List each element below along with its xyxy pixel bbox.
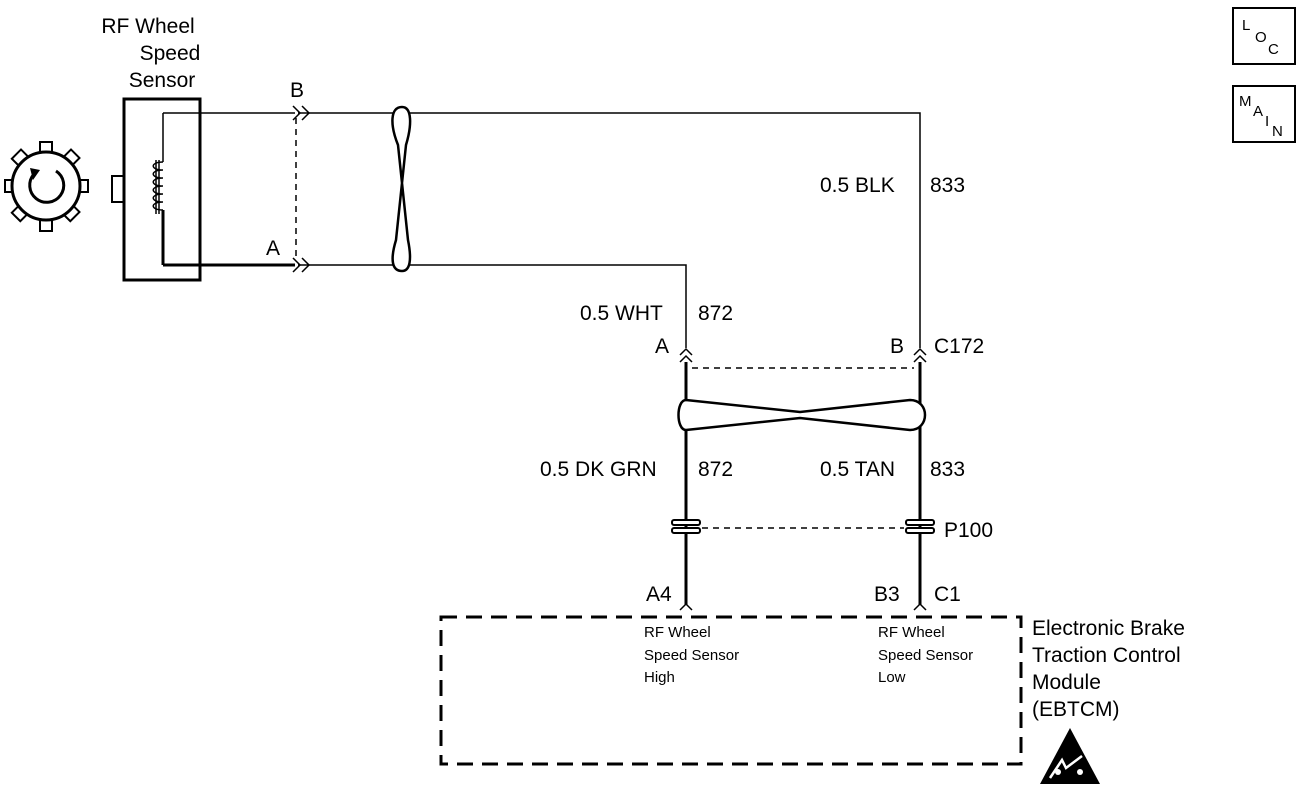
dkgrn-wire-label: 0.5 DK GRN <box>540 458 657 481</box>
twisted-pair-lower <box>677 398 927 432</box>
wheel-speed-sensor <box>111 97 202 282</box>
loc-letter-o: O <box>1255 29 1267 46</box>
loc-letter-l: L <box>1242 17 1250 34</box>
c172-connector: A B C172 <box>655 335 984 369</box>
high-label-line2: Speed Sensor <box>644 647 739 664</box>
high-label-line3: High <box>644 669 675 686</box>
esd-warning-icon <box>1040 728 1100 784</box>
c172-pin-b-label: B <box>890 335 904 358</box>
module-pin-b3-label: B3 <box>874 583 900 606</box>
module-name-line1: Electronic Brake <box>1032 617 1185 640</box>
loc-button[interactable]: L O C <box>1232 7 1296 65</box>
low-label-line1: RF Wheel <box>878 624 945 641</box>
main-letter-n: N <box>1272 123 1283 140</box>
module-name-line2: Traction Control <box>1032 644 1181 667</box>
module-name-line3: Module <box>1032 671 1101 694</box>
module-connector: A4 B3 C1 <box>646 583 961 611</box>
module-name-line4: (EBTCM) <box>1032 698 1120 721</box>
p100-name-label: P100 <box>944 519 993 542</box>
sensor-connector: B A <box>266 79 311 273</box>
tone-wheel-icon <box>4 141 89 232</box>
blk-circuit-label: 833 <box>930 174 965 197</box>
high-label-line1: RF Wheel <box>644 624 711 641</box>
low-label-line2: Speed Sensor <box>878 647 973 664</box>
sensor-pin-b-label: B <box>290 79 304 102</box>
wht-circuit-label: 872 <box>698 302 733 325</box>
c172-pin-a-label: A <box>655 335 669 358</box>
sensor-pin-a-label: A <box>266 237 280 260</box>
sensor-title-line3: Sensor <box>129 69 196 92</box>
low-label-line3: Low <box>878 669 906 686</box>
c172-name-label: C172 <box>934 335 984 358</box>
main-letter-i: I <box>1265 113 1269 130</box>
wht-wire-label: 0.5 WHT <box>580 302 663 325</box>
dkgrn-circuit-label: 872 <box>698 458 733 481</box>
ebtcm-module-box <box>439 615 1023 766</box>
p100-connector: P100 <box>671 519 993 542</box>
sensor-title-line2: Speed <box>140 42 201 65</box>
blk-wire-label: 0.5 BLK <box>820 174 895 197</box>
main-button[interactable]: M A I N <box>1232 85 1296 143</box>
sensor-title-line1: RF Wheel <box>101 15 194 38</box>
main-letter-m: M <box>1239 93 1252 110</box>
tan-wire-label: 0.5 TAN <box>820 458 895 481</box>
module-conn-c1-label: C1 <box>934 583 961 606</box>
main-letter-a: A <box>1253 103 1263 120</box>
twisted-pair-upper <box>391 105 412 273</box>
module-pin-a4-label: A4 <box>646 583 672 606</box>
tan-circuit-label: 833 <box>930 458 965 481</box>
loc-letter-c: C <box>1268 41 1279 58</box>
